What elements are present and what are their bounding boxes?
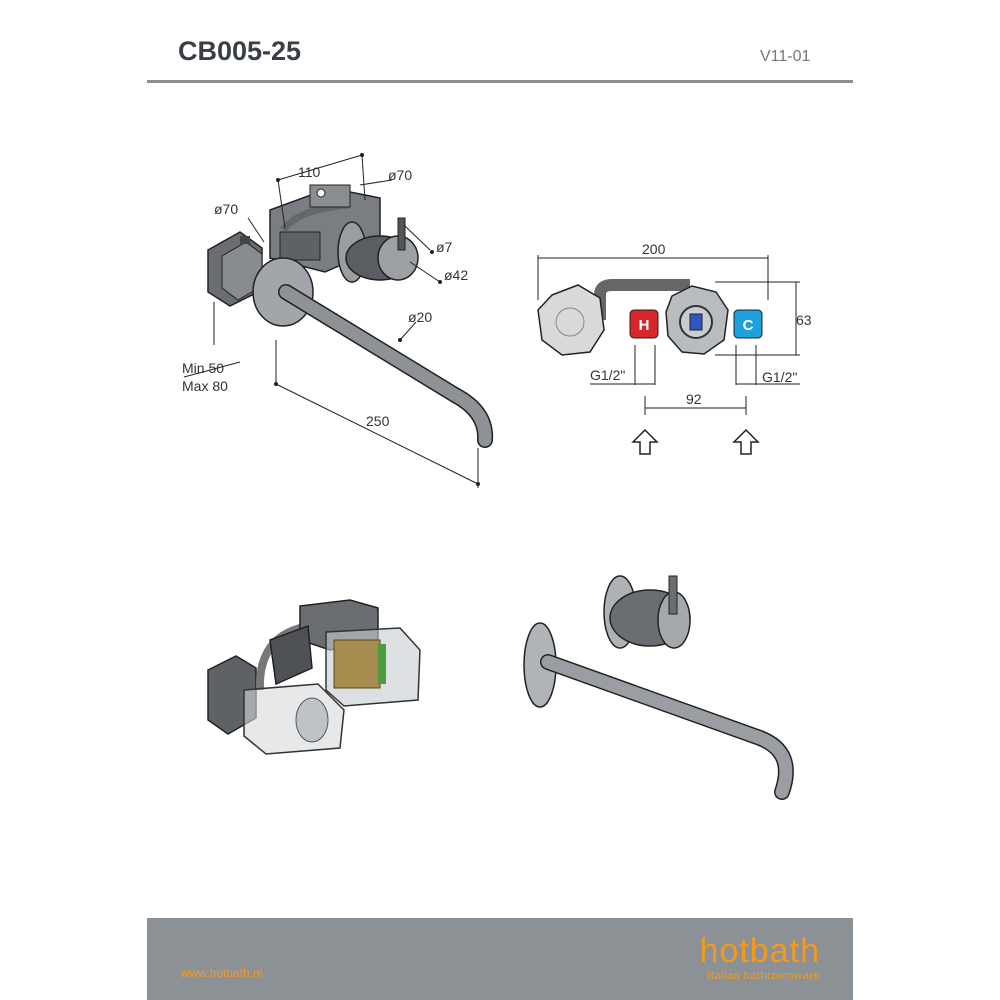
dim-min-depth: Min 50: [182, 360, 224, 376]
dim-diameter-7: ø7: [436, 239, 453, 255]
brand-logo: hotbath: [699, 932, 820, 970]
dim-width-200: 200: [642, 241, 666, 257]
connecting-pipe: [594, 279, 690, 320]
cold-inlet-badge: [733, 309, 763, 339]
brand-tagline: Italian bathroomware: [707, 970, 820, 982]
handle-rosette: [337, 217, 419, 283]
inlet-arrow-icon: [631, 428, 659, 455]
dim-height-63: 63: [796, 312, 812, 328]
dim-spacing-92: 92: [686, 391, 702, 407]
header-divider: [147, 80, 853, 83]
footer-bar: www.hotbath.nl hotbath Italian bathroomw…: [147, 918, 853, 1000]
wall-mounting-block: [207, 231, 263, 307]
dimension-points: [274, 153, 480, 486]
diverter-housing: [537, 284, 605, 356]
dim-diameter-20: ø20: [408, 309, 432, 325]
dim-max-depth: Max 80: [182, 378, 228, 394]
thread-size-right: G1/2": [762, 369, 797, 385]
spout: [279, 285, 492, 447]
diverter-cap: [555, 307, 585, 337]
top-dimension-lines: [537, 255, 800, 415]
top-view-connections: H C 200 63 G1/2" G1/2" 92: [537, 241, 812, 455]
dim-length-250: 250: [366, 413, 390, 429]
dim-diameter-42: ø42: [444, 267, 468, 283]
inlet-arrow-icon: [732, 428, 760, 455]
concealed-body-render: [207, 599, 421, 755]
footer-website-link[interactable]: www.hotbath.nl: [181, 966, 263, 980]
hot-inlet-badge: [629, 309, 659, 339]
dim-diameter-70-left: ø70: [214, 201, 238, 217]
finished-tap-render: [523, 575, 794, 800]
dim-width-110: 110: [298, 164, 321, 180]
thread-size-left: G1/2": [590, 367, 625, 383]
dimension-lines: [183, 154, 479, 488]
dim-diameter-70-top: ø70: [388, 167, 412, 183]
hot-label: H: [639, 317, 650, 334]
version-label: V11-01: [760, 48, 811, 65]
cold-label: C: [743, 317, 754, 334]
page-title: CB005-25: [178, 36, 302, 66]
isometric-dimension-view: 110 ø70 ø70 ø7 ø42 ø20 Min 50 Max 80 250: [182, 153, 494, 488]
valve-cartridge-icon: [689, 313, 703, 331]
